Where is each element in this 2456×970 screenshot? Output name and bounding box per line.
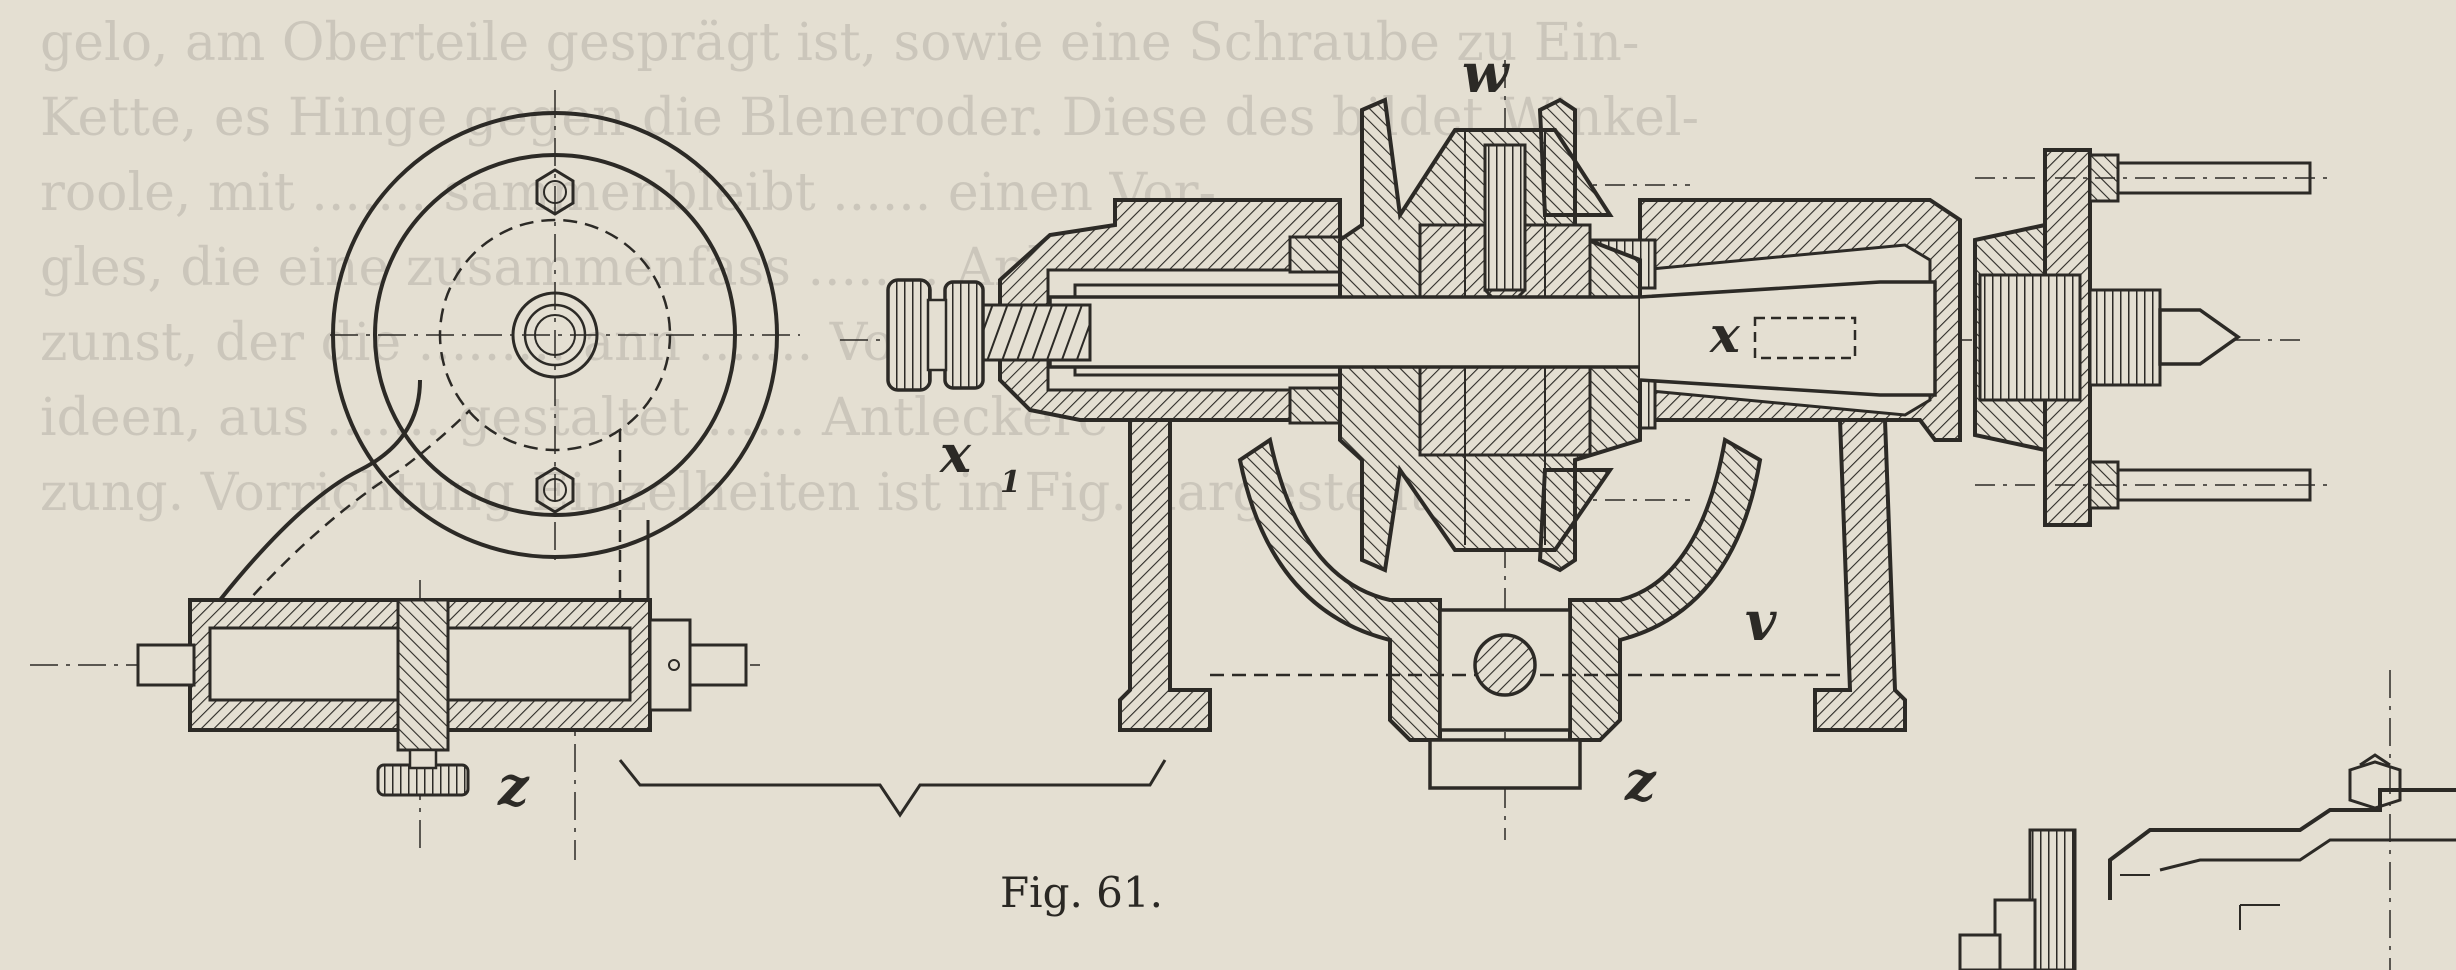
- ghost-line: Kette, es Hinge gegen die Bleneroder. Di…: [40, 88, 1699, 148]
- foot-block: [1428, 738, 1582, 790]
- label-w: w: [1462, 41, 1511, 105]
- label-x: x: [1709, 305, 1741, 364]
- hex-nut-top: [535, 168, 575, 216]
- label-z-right: z: [1624, 749, 1657, 813]
- pulley-screw: [1483, 143, 1527, 292]
- hub-ring-outer: [511, 291, 599, 379]
- hub-bore: [534, 314, 576, 356]
- label-z-left: z: [497, 754, 530, 818]
- section-view: [840, 60, 2330, 840]
- pulley-outer: [331, 111, 779, 559]
- ghost-line: roole, mit ....... sammenbleibt ...... e…: [40, 163, 1216, 223]
- center-point: [2158, 308, 2242, 366]
- label-x1-subscript: 1: [1000, 465, 1021, 500]
- shaft-stub-right: [688, 643, 748, 687]
- bracket-arm: [218, 379, 422, 602]
- brace: [618, 759, 1167, 818]
- cross-shaft: [1473, 633, 1537, 697]
- flange-thread: [1978, 273, 2082, 402]
- ghost-line: ideen, aus ....... gestaltet ...... Antl…: [40, 388, 1108, 448]
- knurled-knob-outer: [886, 278, 932, 392]
- label-x1: x: [939, 424, 972, 485]
- bushing-left-top: [1288, 235, 1347, 274]
- end-view: [30, 90, 800, 860]
- bushing-left-bottom: [1288, 386, 1347, 425]
- base-leg-right: [1813, 418, 1907, 732]
- partial-next-figure: [1958, 670, 2456, 970]
- clamp-post: [396, 598, 450, 752]
- label-v: v: [1745, 589, 1777, 653]
- knurled-knob-inner: [943, 280, 985, 390]
- base-leg-left: [1118, 418, 1212, 732]
- ghost-line: gelo, am Oberteile gesprägt ist, sowie e…: [40, 13, 1639, 73]
- pulley-hidden-circle: [438, 218, 672, 452]
- pulley-rim: [373, 153, 737, 517]
- shaft-stub-left: [136, 643, 196, 687]
- spindle: [1048, 295, 1642, 369]
- hex-nut-bottom: [535, 466, 575, 514]
- base-arch: [1237, 436, 1442, 742]
- bracket-arm-hidden: [239, 409, 471, 611]
- clamp-knob: [376, 763, 470, 797]
- ghost-line: zung. Vorrichtung Einzelheiten ist in Fi…: [40, 463, 1539, 523]
- hub-ring-inner: [523, 303, 587, 367]
- figure-caption: Fig. 61.: [1000, 868, 1163, 917]
